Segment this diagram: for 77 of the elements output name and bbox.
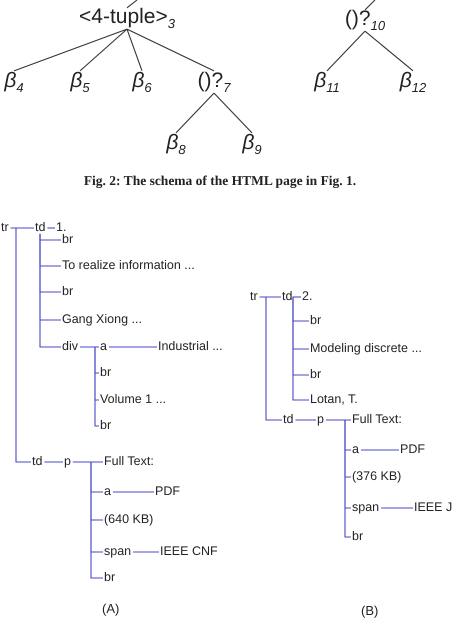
tree-branch-line: [126, 0, 138, 8]
schema-node-label: β$_{5}$: [70, 68, 90, 96]
tree-branch-line: [72, 461, 103, 579]
schema-node-label: <4-tuple>$_{3}$: [79, 4, 175, 32]
tree-branch-line: [214, 92, 252, 134]
schema-node-label: β$_{11}$: [314, 68, 340, 96]
tree-node-label: PDF: [400, 443, 425, 457]
tree-node-label: span: [352, 501, 380, 515]
tree-branch-line: [112, 491, 154, 493]
tree-node-label: p: [317, 413, 324, 427]
tree-node-label: IEEE J: [414, 501, 452, 515]
tree-node-label: br: [100, 419, 112, 433]
tree-branch-line: [47, 227, 55, 229]
tree-node-label: br: [310, 314, 322, 328]
tree-branch-line: [360, 449, 399, 451]
tree-node-label: a: [352, 443, 359, 457]
tree-node-label: td: [283, 413, 294, 427]
tree-branch-line: [381, 507, 413, 509]
tree-node-label: td: [32, 455, 42, 469]
tree-branch-line: [126, 28, 214, 72]
schema-node-label: β$_{12}$: [400, 68, 426, 96]
tree-branch-line: [326, 30, 366, 72]
schema-node-label: β$_{6}$: [132, 68, 152, 96]
tree-branch-line: [44, 461, 63, 463]
tree-branch-line: [326, 419, 351, 538]
tree-branch-line: [108, 346, 157, 348]
schema-node-label: β$_{4}$: [4, 68, 24, 96]
tree-node-label: br: [104, 571, 116, 585]
tree-node-label: p: [64, 455, 71, 469]
tree-branch-line: [364, 0, 376, 10]
tree-node-label: br: [62, 285, 74, 299]
tree-node-label: td: [282, 290, 292, 304]
tree-node-label: (376 KB): [352, 470, 402, 484]
tree-branch-line: [10, 227, 31, 463]
tree-node-label: div: [62, 340, 78, 354]
tree-node-label: br: [100, 366, 112, 380]
tree-branch-line: [364, 30, 414, 72]
schema-node-label: β$_{8}$: [166, 130, 186, 158]
tree-node-label: br: [352, 530, 364, 544]
tree-branch-line: [80, 346, 99, 427]
tree-node-label: Volume 1 ...: [100, 393, 166, 407]
tree-node-label: Lotan, T.: [310, 393, 358, 407]
tree-branch-line: [294, 296, 301, 298]
figure-caption: Fig. 2: The schema of the HTML page in Fig. 1.: [84, 173, 356, 188]
tree-branch-line: [14, 28, 128, 72]
tree-branch-line: [292, 296, 309, 401]
tree-node-label: td: [35, 221, 46, 235]
tree-node-label: PDF: [155, 485, 180, 499]
tree-node-label: a: [104, 485, 111, 499]
tree-node-label: IEEE CNF: [160, 545, 218, 559]
tree-node-label: Industrial ...: [158, 340, 223, 354]
schema-node-label: ()?$_{7}$: [198, 68, 230, 96]
schema-node-label: β$_{9}$: [242, 130, 262, 158]
tree-branch-line: [176, 92, 214, 134]
tree-node-label: tr: [250, 290, 258, 304]
panel-label: (B): [361, 603, 378, 618]
tree-node-label: 1.: [56, 221, 66, 235]
tree-branch-line: [126, 28, 143, 72]
tree-node-label: span: [104, 545, 132, 559]
tree-node-label: br: [310, 368, 322, 382]
tree-node-label: Full Text:: [104, 455, 154, 469]
tree-node-label: To realize information ...: [62, 259, 195, 273]
tree-node-label: tr: [1, 221, 9, 235]
schema-node-label: ()?$_{10}$: [344, 6, 386, 34]
tree-branch-line: [80, 28, 128, 72]
tree-node-label: Full Text:: [352, 413, 402, 427]
tree-node-label: (640 KB): [104, 513, 154, 527]
tree-node-label: br: [62, 233, 74, 247]
tree-branch-line: [295, 419, 316, 421]
tree-node-label: Gang Xiong ...: [62, 313, 142, 327]
tree-node-label: Modeling discrete ...: [310, 342, 422, 356]
panel-label: (A): [102, 601, 120, 616]
tree-branch-line: [39, 234, 61, 348]
tree-branch-line: [260, 296, 282, 421]
tree-branch-line: [133, 551, 159, 553]
tree-node-label: a: [100, 340, 107, 354]
tree-node-label: 2.: [302, 290, 312, 304]
